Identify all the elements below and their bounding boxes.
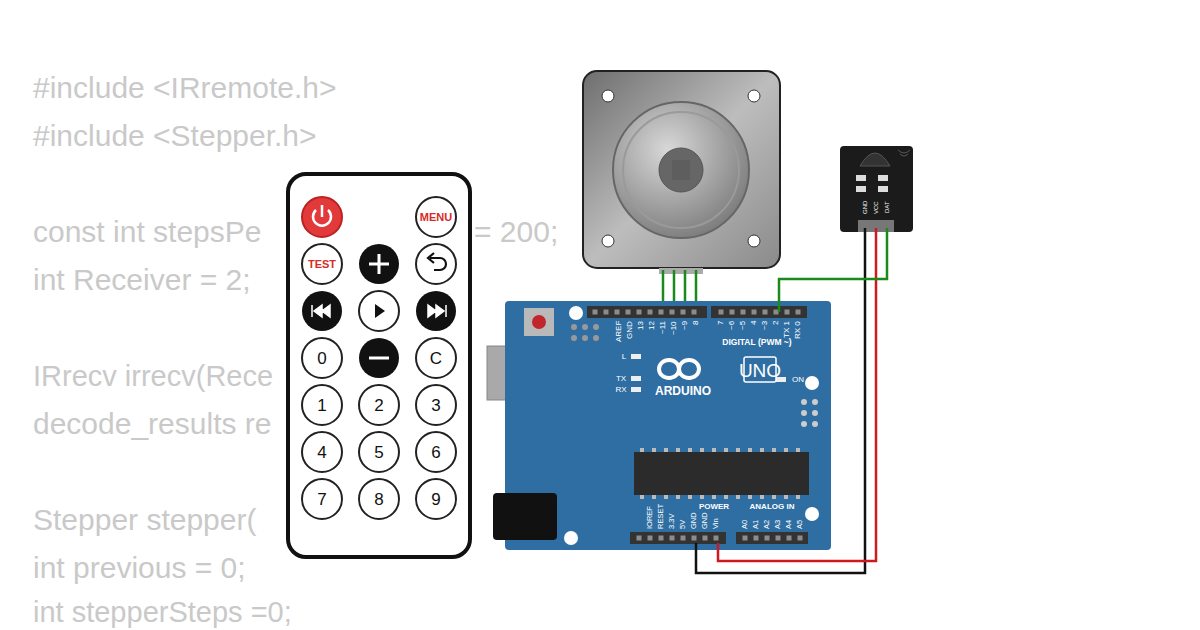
- button-label: 9: [431, 491, 440, 508]
- pin-label: A2: [763, 520, 771, 529]
- button-label: 1: [317, 397, 326, 414]
- remote-button: 9: [415, 478, 457, 520]
- remote-button: 8: [358, 478, 400, 520]
- remote-button: 0: [301, 337, 343, 379]
- code-line: #include <IRremote.h>: [33, 73, 337, 103]
- code-line: decode_results re: [33, 409, 271, 439]
- remote-button: 2: [358, 384, 400, 426]
- pin-label: ~9: [681, 321, 689, 330]
- pin-label: ~5: [739, 321, 747, 330]
- header-title: DIGITAL (PWM ~): [722, 338, 791, 347]
- remote-button: 6: [415, 431, 457, 473]
- pin-label: A3: [774, 520, 782, 529]
- led-label: L: [622, 353, 626, 361]
- pin-label: A0: [741, 520, 749, 529]
- pin-label: GND: [862, 201, 868, 214]
- pin-label: 13: [637, 321, 645, 330]
- button-label: MENU: [420, 212, 452, 223]
- pin-label: ~11: [659, 321, 667, 334]
- pin-label: 12: [648, 321, 656, 330]
- code-line: = 200;: [474, 217, 558, 247]
- button-label: C: [430, 350, 442, 367]
- led-label: RX: [615, 386, 626, 394]
- pin-label: 3.3V: [668, 514, 676, 529]
- pin-label: DAT: [884, 201, 890, 213]
- code-line: const int stepsPe: [33, 217, 261, 247]
- button-label: 8: [374, 491, 383, 508]
- remote-button: 5: [358, 431, 400, 473]
- pin-label: TX 1: [783, 321, 791, 338]
- remote-button: 1: [301, 384, 343, 426]
- button-label: 3: [431, 397, 440, 414]
- wires: [696, 228, 887, 573]
- button-label: 5: [374, 444, 383, 461]
- pin-label: A5: [796, 520, 804, 529]
- pin-label: 4: [750, 321, 758, 325]
- pin-label: 7: [717, 321, 725, 325]
- code-line: Stepper stepper(: [33, 505, 256, 535]
- pin-label: ~3: [761, 321, 769, 330]
- stepper-motor: [583, 71, 780, 274]
- pin-label: AREF: [615, 321, 623, 342]
- pin-label: 8: [692, 321, 700, 325]
- code-line: int previous = 0;: [33, 553, 246, 583]
- pin-label: 5V: [679, 520, 687, 529]
- ir-remote: [288, 174, 470, 557]
- code-line: int stepperSteps =0;: [33, 598, 292, 627]
- pin-label: ~10: [670, 321, 678, 335]
- remote-button: 7: [301, 478, 343, 520]
- code-line: #include <Stepper.h>: [33, 121, 317, 151]
- button-label: 7: [317, 491, 326, 508]
- pin-label: A4: [785, 520, 793, 529]
- pin-label: RESET: [657, 504, 665, 529]
- button-label: 2: [374, 397, 383, 414]
- arduino-uno: [487, 301, 831, 550]
- header-title: POWER: [699, 503, 729, 511]
- button-label: 6: [431, 444, 440, 461]
- button-label: TEST: [308, 259, 336, 270]
- pin-label: Vin: [712, 518, 720, 529]
- pin-label: ~6: [728, 321, 736, 330]
- code-line: int Receiver = 2;: [33, 265, 251, 295]
- pin-label: 2: [772, 321, 780, 325]
- board-brand: ARDUINO: [655, 385, 711, 397]
- remote-button: MENU: [415, 196, 457, 238]
- remote-button: C: [415, 337, 457, 379]
- pin-label: GND: [701, 512, 709, 529]
- pin-label: GND: [626, 321, 634, 339]
- button-label: 4: [317, 444, 326, 461]
- board-model: UNO: [739, 361, 781, 380]
- remote-button: TEST: [301, 243, 343, 285]
- remote-button: 4: [301, 431, 343, 473]
- button-label: 0: [317, 350, 326, 367]
- ir-receiver: [840, 146, 913, 232]
- pin-label: GND: [690, 512, 698, 529]
- led-label: TX: [616, 375, 626, 383]
- remote-button: 3: [415, 384, 457, 426]
- led-label: ON: [792, 376, 804, 384]
- header-title: ANALOG IN: [750, 503, 795, 511]
- pin-label: A1: [752, 520, 760, 529]
- code-line: IRrecv irrecv(Rece: [33, 362, 273, 391]
- pin-label: IOREF: [646, 506, 654, 529]
- pin-label: VCC: [873, 201, 879, 214]
- pin-label: RX 0: [794, 321, 802, 339]
